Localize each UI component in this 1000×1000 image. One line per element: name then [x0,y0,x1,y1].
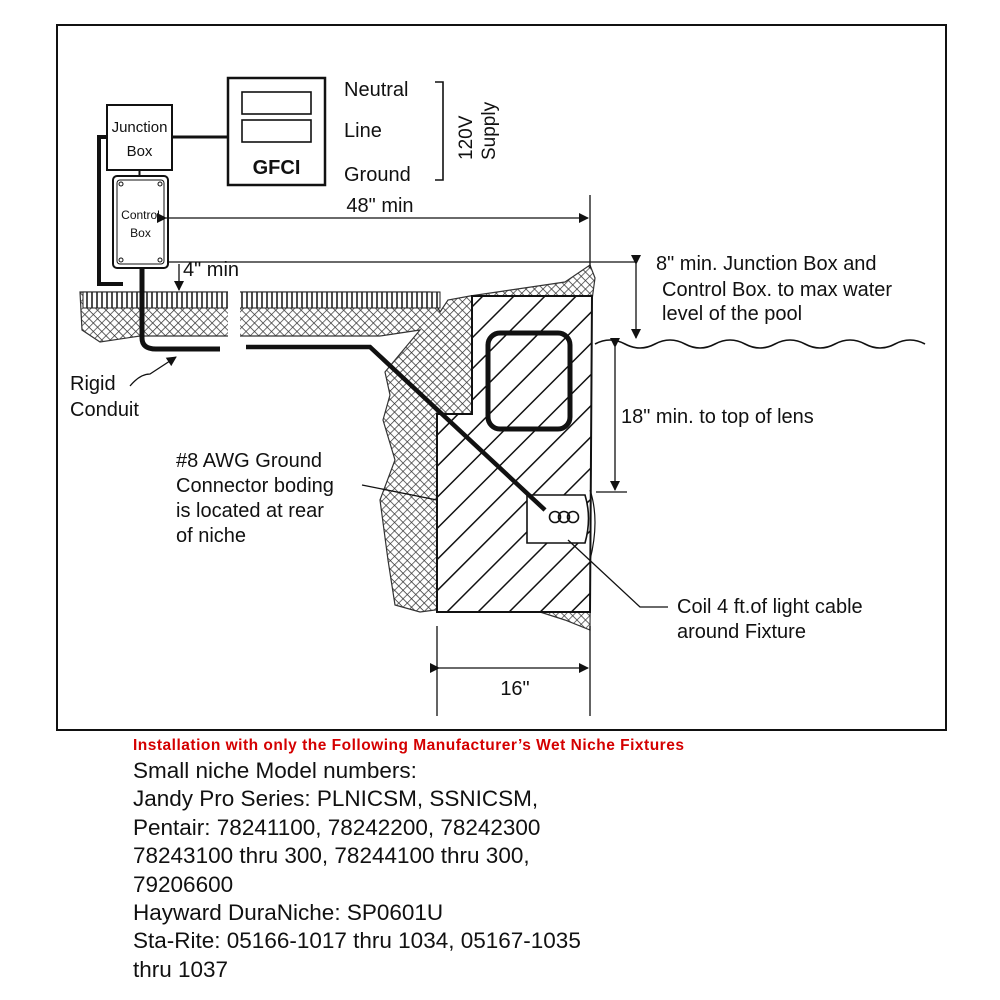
dimension-4-label: 4" min [183,259,239,281]
supply-wire-line: Line [344,120,382,142]
dimension-8-note-line2: Control Box. to max water [662,279,892,301]
junction-box-label-line2: Box [127,143,153,160]
dimension-18-label: 18" min. to top of lens [621,406,814,428]
coil-note-line2: around Fixture [677,621,806,643]
ground-note-line3: is located at rear [176,500,324,522]
rigid-conduit [139,268,220,352]
coil-note-leader [567,539,668,608]
dimension-48-label: 48" min [346,195,413,217]
note-line: Small niche Model numbers: [133,758,417,783]
light-cable [246,344,547,512]
note-line: Sta-Rite: 05166-1017 thru 1034, 05167-10… [133,928,581,954]
supply-wire-ground: Ground [344,164,411,186]
pool-light-installation-diagram: Junction Box GFCI Control Box Neutral Li… [56,24,947,731]
note-line: thru 1037 [133,956,229,982]
coil-note-line1: Coil 4 ft.of light cable [677,596,863,618]
control-box-label-line1: Control [121,208,160,222]
dimension-16-label: 16" [500,678,529,700]
control-box-label-line2: Box [130,226,151,240]
note-line: Jandy Pro Series: PLNICSM, SSNICSM, [133,786,539,812]
rigid-conduit-label-line2: Conduit [70,399,139,421]
supply-wire-neutral: Neutral [344,79,408,101]
pool-deck [82,291,441,309]
note-line: 78243100 thru 300, 78244100 thru 300, [133,843,530,869]
supply-label-line1: 120V [456,115,477,160]
note-line: Hayward DuraNiche: SP0601U [133,900,444,926]
ground-break [228,285,240,337]
dimension-8-note-line1: 8" min. Junction Box and [656,253,877,275]
gfci-label: GFCI [253,157,301,179]
note-line: Pentair: 78241100, 78242200, 78242300 [133,814,541,840]
niche-lens [485,330,573,432]
ground-note-line2: Connector boding [176,475,334,497]
rigid-conduit-leader [129,356,177,387]
supply-bracket [435,81,444,181]
dimension-8-note-line3: level of the pool [662,303,802,325]
water-line [594,339,926,349]
ground-note-line4: of niche [176,525,246,547]
control-box [112,175,169,269]
ground-note-leader [361,484,438,501]
junction-box [106,104,173,171]
junction-box-label-line1: Junction [112,119,168,136]
note-line: 79206600 [133,871,234,897]
compatible-fixtures-notes: Installation with only the Following Man… [133,737,983,984]
rigid-conduit-label-line1: Rigid [70,373,116,395]
notes-heading: Installation with only the Following Man… [133,737,685,754]
supply-label-line2: Supply [479,101,500,160]
ground-note-line1: #8 AWG Ground [176,450,322,472]
junction-to-control-wire [97,135,123,286]
diagram-frame [56,24,947,731]
